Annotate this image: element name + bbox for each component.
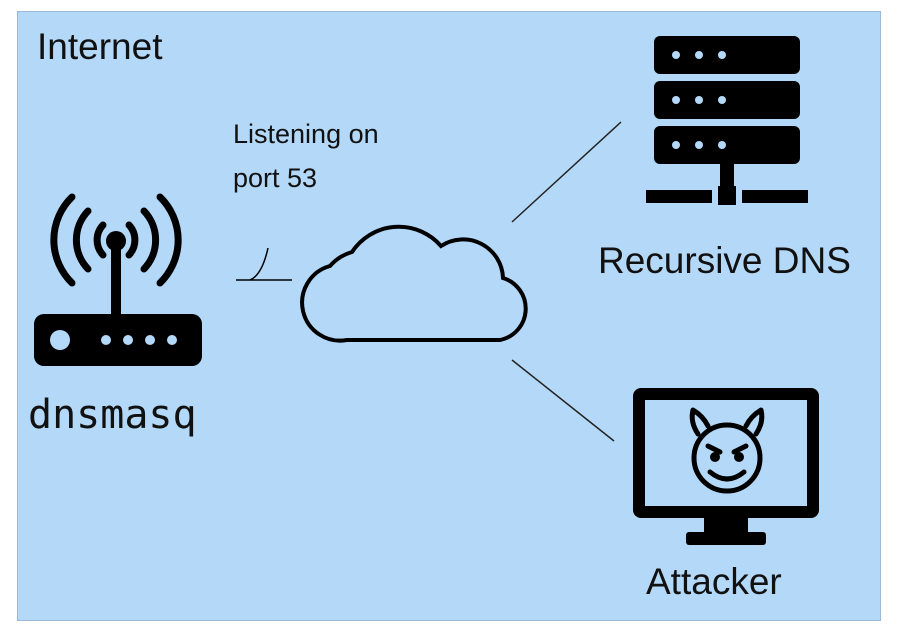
recursive-dns-label: Recursive DNS xyxy=(598,240,851,281)
region-label: Internet xyxy=(37,26,163,67)
cloud-icon xyxy=(300,224,528,343)
port-annotation: Listening on port 53 xyxy=(233,119,379,193)
server-rack-icon xyxy=(646,36,808,205)
devil-monitor-icon xyxy=(633,388,819,545)
connection-cloud-dns xyxy=(511,121,622,223)
dnsmasq-label: dnsmasq xyxy=(28,392,197,438)
connection-cloud-attacker xyxy=(511,359,615,442)
wireless-router-icon xyxy=(34,193,202,366)
attacker-label: Attacker xyxy=(646,561,782,602)
annotation-leader xyxy=(236,247,292,281)
